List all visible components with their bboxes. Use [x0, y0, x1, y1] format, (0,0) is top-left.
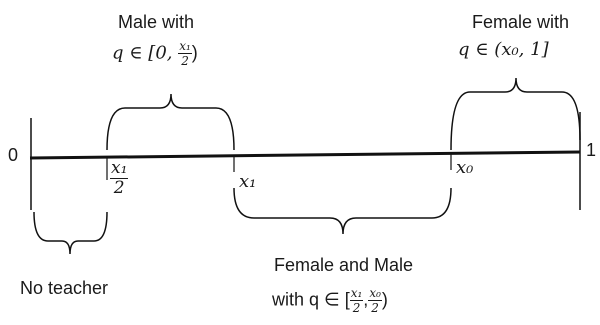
both-frac2-den: 2 — [371, 301, 379, 315]
brace-both — [233, 187, 452, 235]
brace-female — [450, 77, 581, 151]
tick-half-x1-den: 2 — [113, 178, 125, 198]
main-axis-line — [29, 150, 581, 160]
both-title: Female and Male — [274, 255, 414, 275]
male-q-prefix: q ∈ [0, — [112, 42, 179, 64]
both-frac1-num: x₁ — [349, 286, 364, 301]
tick-x0-label: x₀ — [456, 157, 474, 178]
male-q-label: q ∈ [0, x₁ 2 ) — [112, 40, 198, 67]
female-q-label: q ∈ (x₀, 1] — [458, 39, 549, 60]
endpoint-one-label: 1 — [586, 140, 597, 160]
female-title: Female with — [472, 12, 570, 32]
male-frac-num: x₁ — [178, 39, 192, 54]
both-frac1-den: 2 — [352, 301, 361, 315]
no-teacher-label: No teacher — [20, 278, 109, 298]
brace-no-teacher — [33, 211, 108, 255]
male-frac-den: 2 — [181, 54, 189, 68]
male-close: ) — [191, 42, 198, 63]
endpoint-zero-label: 0 — [8, 145, 19, 165]
tick-x1-label: x₁ — [239, 171, 257, 192]
both-close: ) — [381, 289, 388, 310]
both-q-label: with q ∈ [ x₁ 2 , x₀ 2 ) — [272, 287, 388, 314]
brace-male — [106, 93, 235, 151]
tick-half-x1-label: x₁ 2 — [110, 158, 129, 198]
both-sep: , — [363, 289, 369, 310]
tick-half-x1-num: x₁ — [110, 158, 129, 179]
both-with: with q ∈ [ — [272, 289, 350, 310]
both-frac2-num: x₀ — [368, 286, 382, 301]
male-title: Male with — [118, 12, 195, 32]
